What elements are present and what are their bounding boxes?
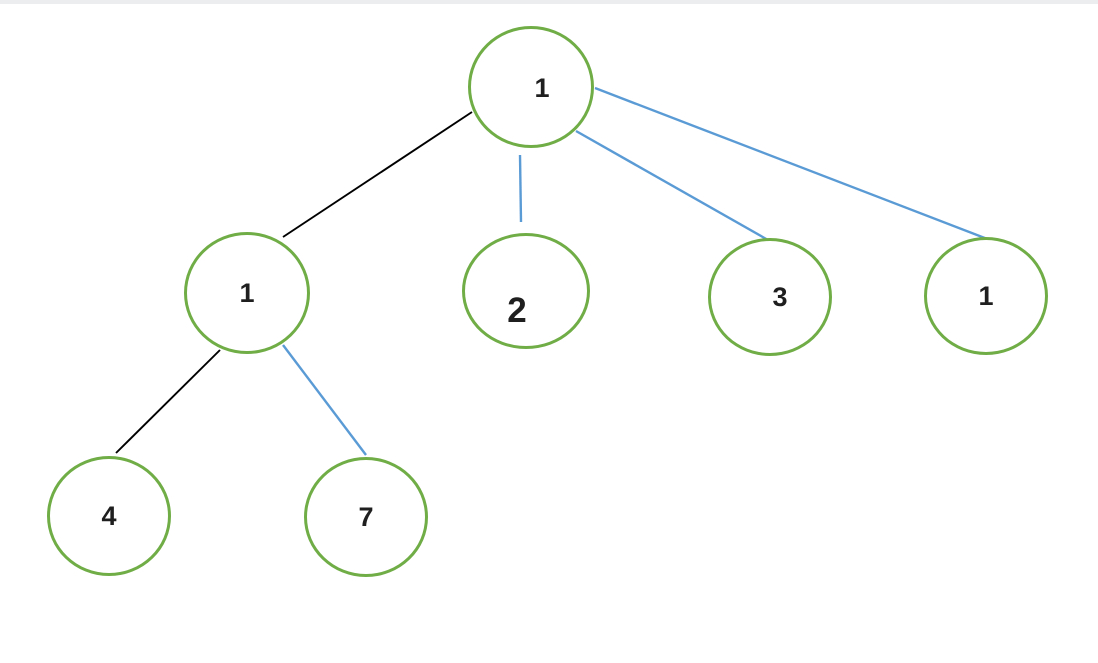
edge-root-to-node-3[interactable] [575, 129, 769, 242]
edge-root-to-node-2[interactable] [518, 154, 523, 223]
node-4-label: 4 [101, 500, 117, 531]
node-3-label: 3 [772, 281, 788, 312]
tree-node-root[interactable]: 1 [468, 26, 594, 148]
node-root-label: 1 [534, 72, 550, 103]
node-1-right-label: 1 [978, 280, 994, 311]
edge-node-1-left-to-node-7[interactable] [282, 344, 367, 456]
tree-node-3[interactable]: 3 [708, 238, 832, 356]
window-top-strip [0, 0, 1098, 4]
node-2-label: 2 [507, 290, 527, 330]
tree-node-2[interactable]: 2 [462, 233, 590, 349]
node-7-label: 7 [358, 501, 374, 532]
node-1-left-label: 1 [239, 277, 255, 308]
tree-node-4[interactable]: 4 [47, 456, 171, 576]
tree-node-7[interactable]: 7 [304, 457, 428, 577]
tree-node-1-left[interactable]: 1 [184, 232, 310, 354]
edge-root-to-node-1-right[interactable] [594, 86, 991, 242]
edge-node-1-left-to-node-4[interactable] [115, 349, 221, 454]
tree-node-1-right[interactable]: 1 [924, 237, 1048, 355]
edge-root-to-node-1-left[interactable] [282, 111, 473, 238]
